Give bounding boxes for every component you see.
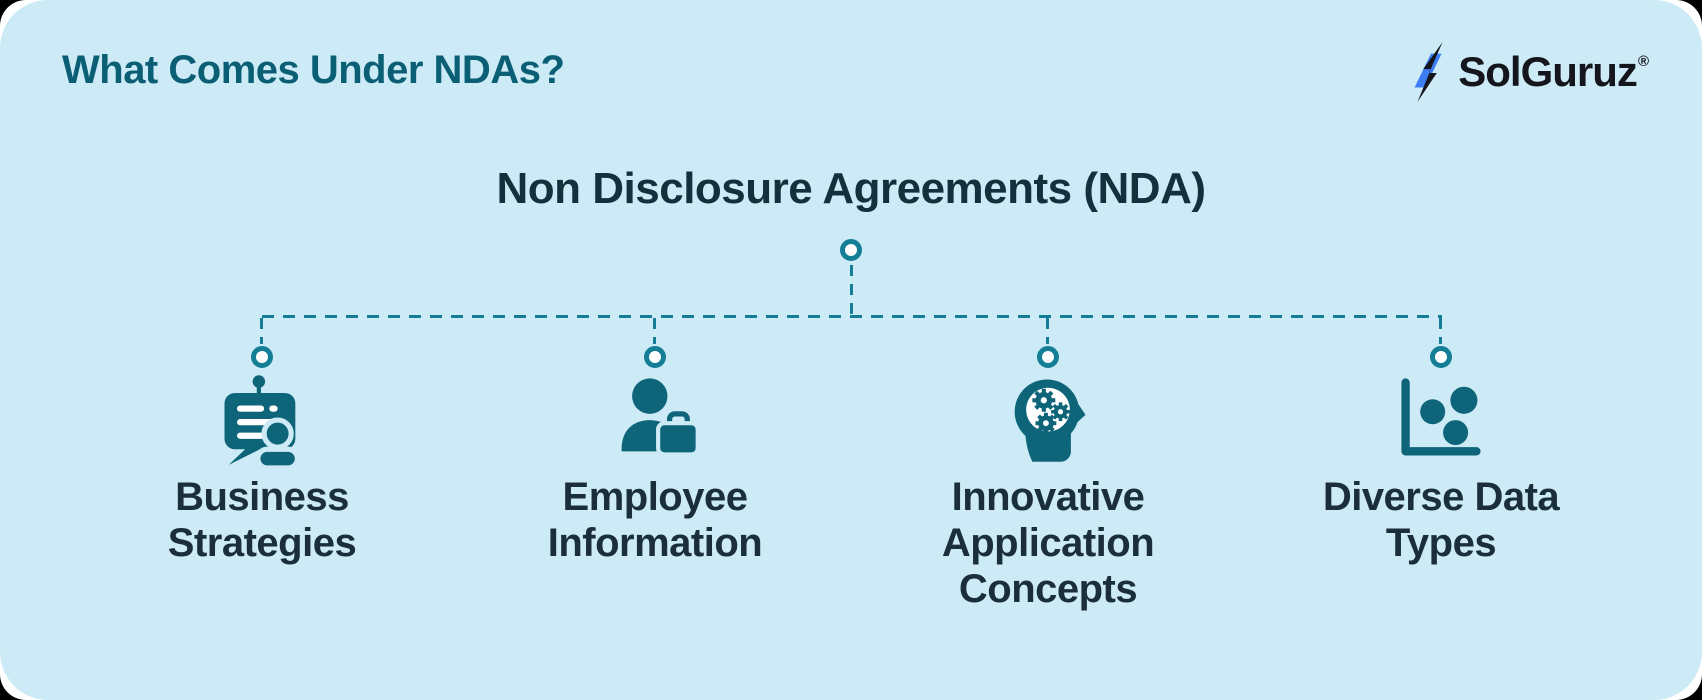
branch-label: Employee Information [459, 474, 851, 566]
connector-stem-root [850, 265, 853, 315]
page-title: What Comes Under NDAs? [62, 48, 565, 92]
connector-ring-root [840, 239, 862, 261]
root-node-label: Non Disclosure Agreements (NDA) [496, 164, 1207, 213]
connector-ring-3 [1037, 346, 1059, 368]
branch-label-line1: Diverse Data [1322, 475, 1560, 519]
person-briefcase-icon [621, 378, 700, 457]
branch-employee-information: Employee Information [459, 368, 851, 566]
branch-label-line1: Employee [562, 475, 748, 519]
branch-label-line2: Strategies [167, 521, 357, 565]
branch-label-line2: Application Concepts [941, 521, 1155, 611]
branch-label-line1: Innovative [951, 475, 1145, 519]
connector-drop-4 [1439, 318, 1442, 344]
branch-label: Diverse Data Types [1245, 474, 1637, 566]
presentation-person-icon [224, 375, 301, 468]
branch-label-line2: Types [1385, 521, 1497, 565]
solguruz-logo: SolGuruz® [1410, 42, 1649, 102]
connector-horizontal-line [262, 315, 1442, 318]
registered-mark: ® [1637, 53, 1649, 70]
connector-drop-3 [1046, 318, 1049, 344]
head-gears-icon [1014, 379, 1086, 462]
connector-ring-1 [251, 346, 273, 368]
branch-label-line2: Information [547, 521, 763, 565]
branch-innovative-application-concepts: Innovative Application Concepts [852, 368, 1244, 612]
connector-drop-2 [653, 318, 656, 344]
branch-business-strategies: Business Strategies [66, 368, 458, 566]
connector-ring-2 [644, 346, 666, 368]
branch-label-line1: Business [175, 475, 349, 519]
branch-diverse-data-types: Diverse Data Types [1245, 368, 1637, 566]
connector-ring-4 [1430, 346, 1452, 368]
solguruz-bolt-icon [1414, 42, 1443, 102]
branch-label: Innovative Application Concepts [852, 474, 1244, 612]
connector-drop-1 [260, 318, 263, 344]
scatter-chart-icon [1401, 378, 1481, 456]
logo-text: SolGuruz® [1458, 48, 1649, 95]
branch-label: Business Strategies [66, 474, 458, 566]
logo-wordmark: SolGuruz [1458, 48, 1638, 95]
